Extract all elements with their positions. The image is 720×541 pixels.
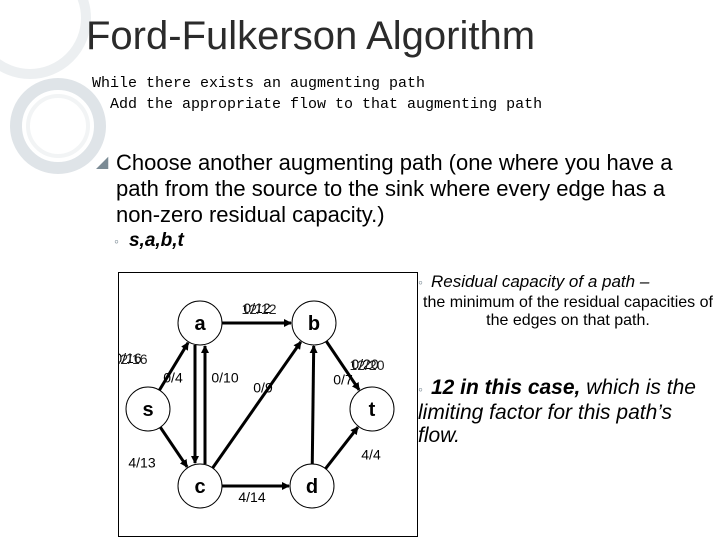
edge-label-b-t-current: 12/20: [349, 357, 384, 373]
ring-bullet-icon: ◦: [418, 381, 423, 397]
edge-label-a-b-current: 12/12: [241, 301, 276, 317]
edge-label-c-a: 0/10: [211, 370, 238, 386]
edge-b-t: [325, 340, 361, 391]
edge-label-a-b-previous: 0/12: [243, 300, 270, 316]
node-label-s: s: [142, 399, 153, 421]
sub-bullet-text: s,a,b,t: [128, 230, 184, 251]
edge-label-d-t: 4/4: [361, 447, 381, 463]
edge-s-a: [158, 341, 190, 391]
edge-s-c: [159, 426, 189, 468]
sub-bullet: ◦ s,a,b,t: [114, 230, 184, 252]
node-c: [177, 463, 223, 509]
edge-label-s-a-current: 12/16: [119, 351, 148, 367]
node-d: [289, 463, 335, 509]
main-bullet: ◢ Choose another augmenting path (one wh…: [96, 150, 696, 228]
side-bullet-2-bold: 12 in this case,: [430, 376, 581, 399]
side-bullet-1-body: the minimum of the residual capacities o…: [423, 294, 713, 329]
edge-label-c-b: 0/9: [253, 380, 273, 396]
decorative-rings: [0, 0, 106, 174]
node-label-b: b: [308, 313, 320, 335]
side-bullet-2-rest: which is the limiting factor for this pa…: [418, 376, 696, 447]
pseudocode-line-2: Add the appropriate flow to that augment…: [92, 96, 543, 113]
node-label-t: t: [369, 399, 376, 421]
edge-label-a-c: 0/4: [163, 370, 183, 386]
node-label-a: a: [194, 313, 206, 335]
edge-d-b: [309, 344, 318, 465]
node-label-c: c: [194, 476, 205, 498]
slide-title: Ford-Fulkerson Algorithm: [86, 14, 536, 58]
edge-label-d-b: 0/7: [333, 372, 353, 388]
edge-label-s-a-previous: 0/16: [119, 350, 142, 366]
edge-label-s-c: 4/13: [128, 455, 155, 471]
edges-layer: [158, 319, 361, 490]
side-bullet-1-head: Residual capacity of a path –: [430, 272, 650, 291]
ring-bullet-icon: ◦: [418, 274, 423, 290]
node-label-d: d: [306, 476, 318, 498]
side-bullet-1: ◦ Residual capacity of a path – the minim…: [418, 272, 718, 330]
edge-c-b: [211, 340, 303, 469]
main-bullet-text: Choose another augmenting path (one wher…: [116, 150, 673, 227]
bullet-icon: ◢: [96, 154, 109, 171]
node-a: [177, 300, 223, 346]
edge-label-c-d: 4/14: [238, 489, 265, 505]
side-bullet-2: ◦ 12 in this case, which is the limiting …: [418, 376, 714, 447]
node-s: [125, 386, 171, 432]
edge-d-t: [324, 426, 360, 470]
node-b: [291, 300, 337, 346]
pseudocode-line-1: While there exists an augmenting path: [92, 75, 426, 92]
node-t: [349, 386, 395, 432]
ring-bullet-icon: ◦: [114, 233, 119, 249]
edge-label-b-t-previous: 0/20: [351, 356, 378, 372]
nodes-layer: s a b t c d: [125, 300, 395, 509]
